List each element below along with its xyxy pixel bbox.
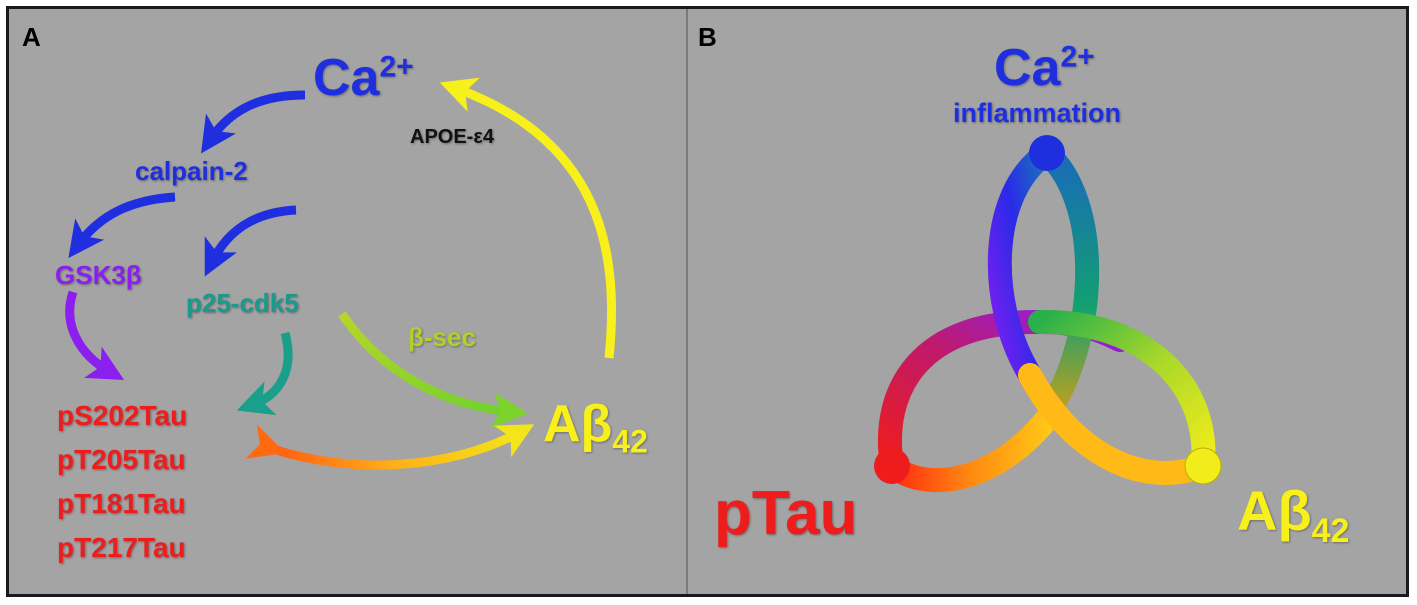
arrow-calpain-to-gsk <box>68 192 176 259</box>
apoe-label: APOE-ε4 <box>410 126 494 148</box>
tau-site: pT217Tau <box>57 532 186 563</box>
ca-base: Ca <box>313 49 380 107</box>
triquetra-knot <box>877 141 1216 493</box>
node-ptau <box>874 448 910 484</box>
arrow-gsk-to-ptau <box>65 290 125 380</box>
panel-a-letter: A <box>22 22 41 52</box>
ca-base-b: Ca <box>994 39 1061 97</box>
knot-bottom-right <box>1018 363 1215 485</box>
knot-right-lobe <box>1028 309 1216 478</box>
arrow-calpain-to-p25 <box>204 205 297 277</box>
tau-site: pS202Tau <box>57 400 188 431</box>
arrow-p25-to-abeta <box>338 311 529 428</box>
abeta-base-b: Aβ <box>1237 479 1312 542</box>
knot-top-right <box>1035 141 1100 422</box>
gsk-label: GSK3β <box>55 260 142 290</box>
abeta-base: Aβ <box>543 395 613 453</box>
panel-divider <box>686 9 688 594</box>
tau-site: pT181Tau <box>57 488 186 519</box>
tau-site: pT205Tau <box>57 444 186 475</box>
inflammation-label: inflammation <box>953 98 1122 128</box>
abeta-sub: 42 <box>612 423 648 460</box>
abeta-label-a: Aβ42 <box>543 394 648 460</box>
tau-site-list: pS202Tau pT205Tau pT181Tau pT217Tau <box>57 394 187 570</box>
knot-bottom-left <box>880 403 1062 493</box>
ca-label-b: Ca2+ <box>994 38 1095 98</box>
abeta-sub-b: 42 <box>1311 512 1350 551</box>
p25-label: p25-cdk5 <box>186 288 299 318</box>
panel-b-letter: B <box>698 22 717 52</box>
arrow-abeta-to-ca <box>439 77 617 359</box>
calpain-label: calpain-2 <box>135 156 248 186</box>
arrow-ptau-abeta-bidirectional <box>245 424 535 470</box>
ca-sup: 2+ <box>379 50 414 84</box>
ca-sup-b: 2+ <box>1060 40 1095 74</box>
ca-label-a: Ca2+ <box>313 48 414 108</box>
abeta-label-b: Aβ42 <box>1237 478 1349 551</box>
node-ca <box>1029 135 1065 171</box>
bsec-label: β-sec <box>408 322 476 352</box>
node-abeta <box>1184 447 1222 485</box>
arrow-ca-to-calpain <box>201 90 306 154</box>
ptau-label: pTau <box>714 479 858 548</box>
figure-frame <box>6 6 1409 597</box>
arrow-p25-to-ptau <box>236 331 293 416</box>
knot-top-left <box>987 141 1059 387</box>
